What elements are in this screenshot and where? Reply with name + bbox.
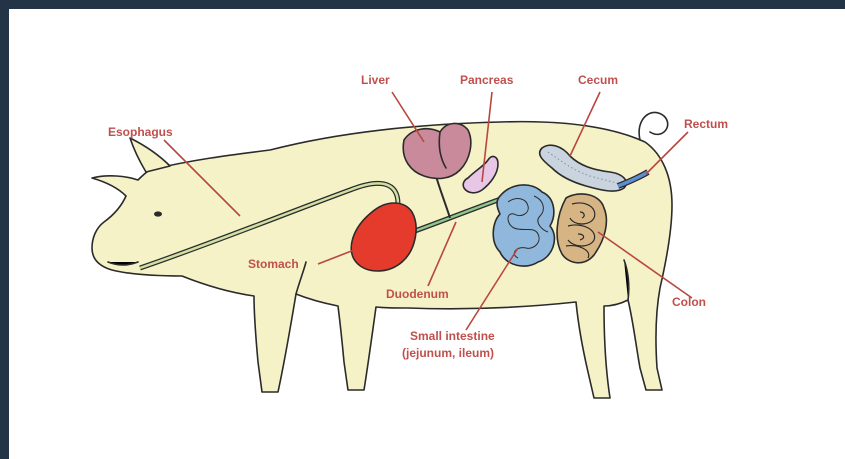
pig-eye	[154, 211, 162, 216]
pig-digestive-system-diagram: Liver Pancreas Cecum Rectum Esophagus St…	[9, 9, 845, 459]
label-pancreas: Pancreas	[460, 73, 514, 87]
label-rectum: Rectum	[684, 117, 728, 131]
label-small-intestine-line2: (jejunum, ileum)	[402, 346, 494, 360]
label-stomach: Stomach	[248, 257, 299, 271]
label-cecum: Cecum	[578, 73, 618, 87]
label-liver: Liver	[361, 73, 390, 87]
pig-tail	[639, 112, 668, 140]
label-colon: Colon	[672, 295, 706, 309]
liver	[403, 123, 471, 178]
label-small-intestine-line1: Small intestine	[410, 329, 495, 343]
label-duodenum: Duodenum	[386, 287, 449, 301]
label-esophagus: Esophagus	[108, 125, 173, 139]
pig-ear	[130, 138, 170, 172]
small-intestine	[493, 185, 554, 266]
